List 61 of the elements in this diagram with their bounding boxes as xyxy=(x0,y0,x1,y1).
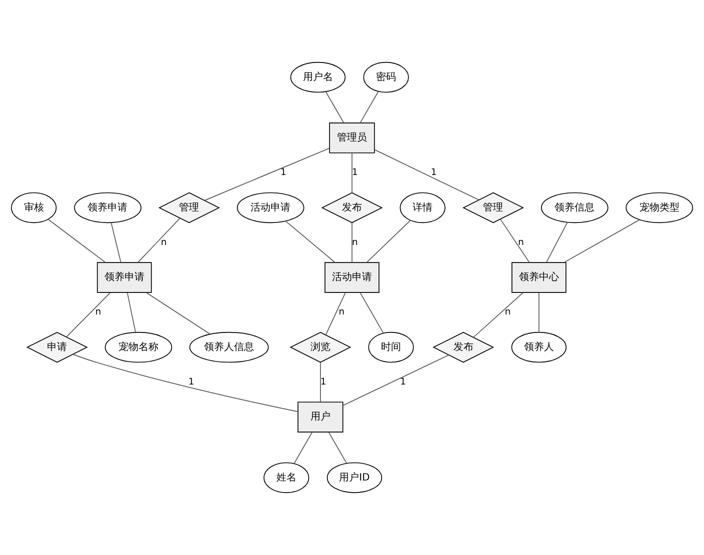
connector xyxy=(538,292,540,333)
edge-label: n xyxy=(504,308,511,318)
connector xyxy=(66,292,110,338)
connector xyxy=(473,292,524,338)
connector xyxy=(342,354,450,406)
node-ellipse: 姓名 xyxy=(264,462,310,494)
connector xyxy=(126,292,136,333)
node-ellipse: 用户ID xyxy=(326,462,382,494)
node-ellipse: 领养申请 xyxy=(74,192,142,224)
connector xyxy=(48,219,106,263)
node-diamond: 管理 xyxy=(462,192,524,224)
connector xyxy=(500,218,530,263)
edge-label: 1 xyxy=(400,378,406,388)
edge-label: n xyxy=(518,238,524,248)
node-ellipse: 宠物类型 xyxy=(626,192,694,224)
edge-label: 1 xyxy=(430,168,437,178)
node-diamond: 管理 xyxy=(158,192,220,224)
connector xyxy=(564,219,640,263)
edge-label: n xyxy=(160,238,167,248)
edge-label: 1 xyxy=(320,378,326,388)
connector xyxy=(546,222,568,263)
node-ellipse: 审核 xyxy=(10,192,57,224)
connector xyxy=(110,222,122,263)
connector xyxy=(72,354,298,412)
node-diamond: 发布 xyxy=(321,192,383,224)
node-box: 领养申请 xyxy=(96,262,152,293)
node-box: 活动申请 xyxy=(324,262,380,293)
edge-label: n xyxy=(338,308,345,318)
edge-label: n xyxy=(352,238,358,248)
node-ellipse: 密码 xyxy=(363,62,409,93)
node-ellipse: 详情 xyxy=(400,192,446,224)
connector xyxy=(366,220,411,263)
connector xyxy=(328,432,347,464)
node-ellipse: 宠物名称 xyxy=(104,332,172,363)
node-box: 管理员 xyxy=(329,122,375,154)
connector xyxy=(374,149,480,200)
node-diamond: 申请 xyxy=(26,332,88,363)
edge-label: 1 xyxy=(352,168,358,178)
connector xyxy=(325,292,346,336)
connector xyxy=(360,292,384,334)
node-ellipse: 时间 xyxy=(368,332,414,363)
connector xyxy=(146,292,210,334)
node-ellipse: 领养人 xyxy=(511,332,567,363)
node-box: 领养中心 xyxy=(512,262,566,293)
connector xyxy=(360,91,379,124)
connector xyxy=(204,148,330,201)
connector xyxy=(320,362,321,402)
node-ellipse: 活动申请 xyxy=(236,192,304,224)
node-box: 用户 xyxy=(298,402,344,432)
node-ellipse: 领养信息 xyxy=(540,192,608,224)
edge-label: 1 xyxy=(188,378,194,388)
node-diamond: 浏览 xyxy=(290,332,352,363)
node-ellipse: 用户名 xyxy=(290,62,346,93)
node-ellipse: 领养人信息 xyxy=(189,332,269,363)
edge-label: n xyxy=(95,308,102,318)
node-diamond: 发布 xyxy=(432,332,494,363)
edge-label: 1 xyxy=(280,168,286,178)
connector xyxy=(325,91,344,124)
connector xyxy=(285,220,336,263)
connector xyxy=(294,432,313,464)
connector xyxy=(138,218,180,263)
